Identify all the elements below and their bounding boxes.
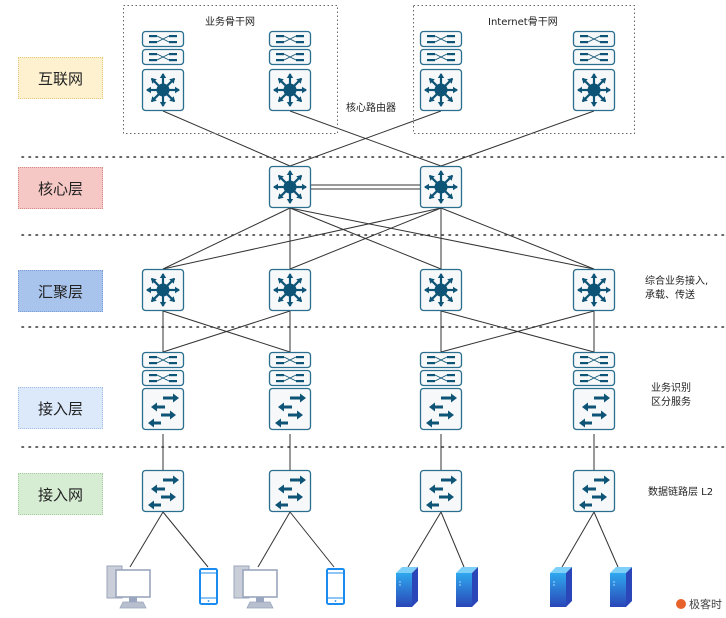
aggregation-router [572,268,616,312]
router-star-icon [146,73,180,107]
switch-arrows-icon [579,475,610,510]
router-star-icon [424,273,458,307]
switch-arrows-icon [426,475,457,510]
core-to-aggregation-link [162,207,291,270]
layer-label-access: 接入层 [18,387,103,429]
server-icon [610,567,632,607]
geektime-logo-icon [676,599,686,609]
core-to-aggregation-link [162,207,442,270]
l2-to-endpoint-link [289,511,335,568]
router-star-icon [577,73,611,107]
annotation-core-router: 核心路由器 [346,103,396,114]
crossbar-module-icon [141,48,185,66]
crossbar-module-icon [419,351,463,369]
desktop-pc-icon [233,565,278,609]
switch-arrows-icon [426,393,457,428]
layer-separators [21,5,726,448]
watermark: 极客时 [676,596,722,612]
mobile-phone-icon [199,568,218,605]
switch-arrows-icon [148,393,179,428]
internet-router [268,30,312,112]
switch-arrows-icon [275,393,306,428]
crossbar-module-icon [268,48,312,66]
router-star-icon [577,273,611,307]
l2-to-endpoint-link [407,511,442,568]
internet-router [419,30,463,112]
crossbar-module-icon [419,48,463,66]
l2-to-endpoint-link [257,511,291,568]
desktop-pc-icon [106,565,151,609]
aggregation-to-access-link [162,310,291,353]
l2-to-endpoint-link [440,511,465,568]
layer-label-aggregation: 汇聚层 [18,270,103,312]
annotation-aggregation: 综合业务接入, 承载、传送 [645,276,709,301]
l2-to-endpoint-link [561,511,595,568]
core-router [268,165,312,209]
group-box-internet-backbone [413,5,635,134]
link [289,110,442,167]
access-switch [268,351,312,431]
l2-switch [268,469,312,513]
crossbar-module-icon [572,30,616,48]
crossbar-module-icon [268,30,312,48]
annotation-access-network: 数据链路层 L2 [648,487,714,498]
l2-switch [572,469,616,513]
layer-label-access-network: 接入网 [18,473,103,515]
switch-arrows-icon [275,475,306,510]
router-star-icon [146,273,180,307]
crossbar-module-icon [268,351,312,369]
core-to-aggregation-link [289,207,442,270]
aggregation-router [419,268,463,312]
group-box-business-backbone [123,5,338,134]
crossbar-module-icon [572,369,616,387]
layer-label-core: 核心层 [18,167,103,209]
core-to-aggregation-link [440,207,595,270]
aggregation-router [141,268,185,312]
devices [106,30,632,609]
crossbar-module-icon [141,369,185,387]
l2-switch [419,469,463,513]
router-star-icon [273,170,307,204]
router-star-icon [273,73,307,107]
switch-arrows-icon [148,475,179,510]
server-icon [396,567,418,607]
links [129,110,619,568]
layer-label-internet: 互联网 [18,57,103,99]
server-icon [550,567,572,607]
router-star-icon [273,273,307,307]
l2-switch [141,469,185,513]
crossbar-module-icon [268,369,312,387]
mobile-phone-icon [326,568,345,605]
internet-router [572,30,616,112]
crossbar-module-icon [141,351,185,369]
router-star-icon [424,73,458,107]
access-switch [141,351,185,431]
group-title-internet-backbone: Internet骨干网 [488,17,558,28]
aggregation-router [268,268,312,312]
switch-arrows-icon [579,393,610,428]
crossbar-module-icon [141,30,185,48]
core-router [419,165,463,209]
server-icon [456,567,478,607]
crossbar-module-icon [419,30,463,48]
crossbar-module-icon [572,351,616,369]
watermark-text: 极客时 [689,598,722,611]
group-title-business-backbone: 业务骨干网 [205,17,255,28]
l2-to-endpoint-link [129,511,164,568]
access-switch [572,351,616,431]
l2-to-endpoint-link [593,511,619,568]
internet-router [141,30,185,112]
crossbar-module-icon [572,48,616,66]
access-switch [419,351,463,431]
router-star-icon [424,170,458,204]
crossbar-module-icon [419,369,463,387]
annotation-access: 业务识别 区分服务 [651,383,691,408]
link [440,110,595,167]
core-to-aggregation-link [289,207,595,270]
l2-to-endpoint-link [162,511,209,568]
aggregation-to-access-link [440,310,595,353]
